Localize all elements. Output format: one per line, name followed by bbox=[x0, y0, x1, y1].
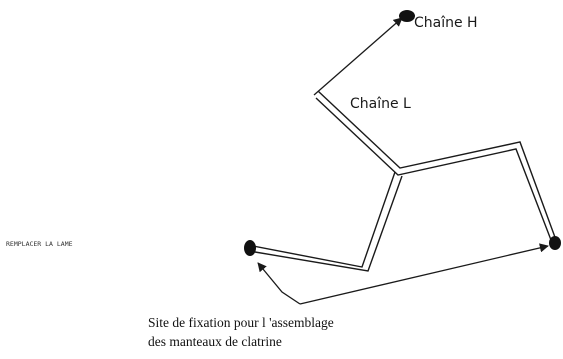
terminal-dot-chain-h bbox=[399, 10, 415, 22]
fixation-arrow-left bbox=[257, 262, 301, 305]
label-chain-h: Chaîne H bbox=[414, 15, 478, 31]
caption-line-1: Site de fixation pour l 'assemblage bbox=[148, 315, 334, 330]
heavy-chain-inner-strand bbox=[315, 97, 552, 241]
terminal-dot-heavy-chain bbox=[549, 236, 561, 250]
fixation-arrows bbox=[257, 243, 549, 305]
caption-line-2: des manteaux de clatrine bbox=[148, 334, 282, 349]
label-chain-l: Chaîne L bbox=[350, 96, 411, 112]
light-chain-outer-strand bbox=[252, 171, 396, 268]
terminal-dot-light-chain bbox=[244, 240, 256, 256]
light-chain bbox=[252, 171, 403, 272]
light-chain-inner-strand bbox=[254, 175, 403, 272]
heavy-chain bbox=[315, 90, 557, 241]
label-side-note: REMPLACER LA LAME bbox=[6, 240, 73, 248]
arrow-to-chain-h bbox=[313, 17, 403, 96]
fixation-arrow-right bbox=[299, 243, 549, 305]
heavy-chain-outer-strand bbox=[317, 90, 557, 241]
